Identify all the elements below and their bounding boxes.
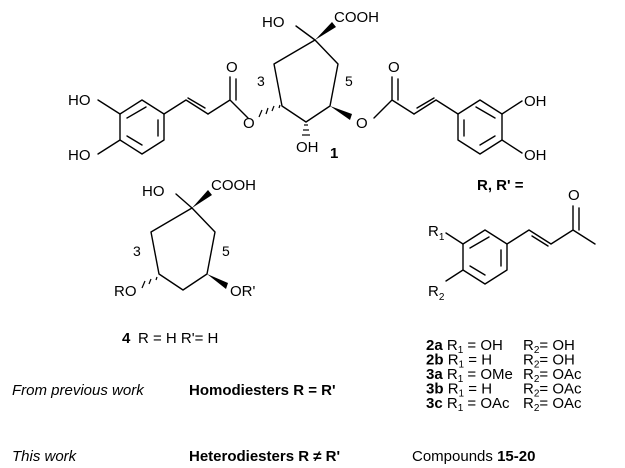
heterodiesters-label: Heterodiesters R ≠ R' [189,448,340,465]
c1-aryl-ho-2: HO [68,147,91,164]
r-r2-bond [445,269,464,282]
quinic-ring [273,39,339,123]
c1-aryl-ho-1: HO [68,92,91,109]
r-enone-chain [506,205,596,247]
right-aryl-ring [457,99,503,155]
compound-4-structure: HO COOH 3 5 RO OR' 4 R = H R'= H [114,177,256,347]
homodiesters-label: Homodiesters R = R' [189,382,336,399]
c4-wedge-cooh [192,190,212,208]
c4-ho-label: HO [142,183,165,200]
compound-4-definition: R = H R'= H [138,330,218,347]
left-aryl-oh2-bond [97,139,121,155]
c1-carbonyl-o-right: O [388,59,400,76]
left-ester-chain [207,76,249,119]
c1-aryl-oh-1: OH [524,93,547,110]
r-group-structure: R, R' = O R1 R2 [428,177,596,303]
c1-position-3: 3 [257,73,265,89]
c4-bond-oh [175,193,193,209]
c1-carbonyl-o-left: O [226,59,238,76]
this-work-label: This work [12,448,78,465]
hash-c3-o [258,104,281,118]
hash-c4-oh [302,124,310,136]
left-alkene [163,97,209,115]
bond-c1-oh [295,25,316,41]
previous-work-label: From previous work [12,382,145,399]
right-aryl-oh1-bond [501,100,523,115]
compound-4-number: 4 [122,330,131,347]
right-ester-chain [373,76,415,119]
c4-position-3: 3 [133,243,141,259]
c1-ester-o-right: O [356,115,368,132]
wedge-c1-cooh [315,22,336,40]
wedge-c5-o [330,106,352,120]
compound-1-detail: HO COOH 3 5 O O O O OH HO HO OH OH 1 [68,9,547,164]
compounds-label: Compounds 15-20 [412,448,535,465]
r-group-title: R, R' = [477,177,524,194]
c4-ro-label: RO [114,283,137,300]
r-r1-label: R1 [428,223,445,243]
c4-ring [150,207,216,291]
r-ketone-o: O [568,187,580,204]
right-aryl-oh2-bond [501,139,523,154]
left-aryl-ring [119,99,165,155]
c1-ester-o-left: O [243,115,255,132]
r-aryl-ring [462,229,508,285]
left-aryl-oh1-bond [97,99,121,115]
c1-oh-label: OH [296,139,319,156]
c1-aryl-oh-2: OH [524,147,547,164]
right-alkene [413,97,459,115]
c4-hash-ro [141,276,158,289]
r-r1-bond [445,232,464,245]
r-r2-label: R2 [428,283,445,303]
c1-position-5: 5 [345,73,353,89]
c4-position-5: 5 [222,243,230,259]
c1-cooh-label: COOH [334,9,379,26]
c4-or-label: OR' [230,283,256,300]
c4-wedge-or [207,274,228,289]
c4-cooh-label: COOH [211,177,256,194]
c1-ho-label: HO [262,14,285,31]
compound-1-number: 1 [330,145,338,162]
